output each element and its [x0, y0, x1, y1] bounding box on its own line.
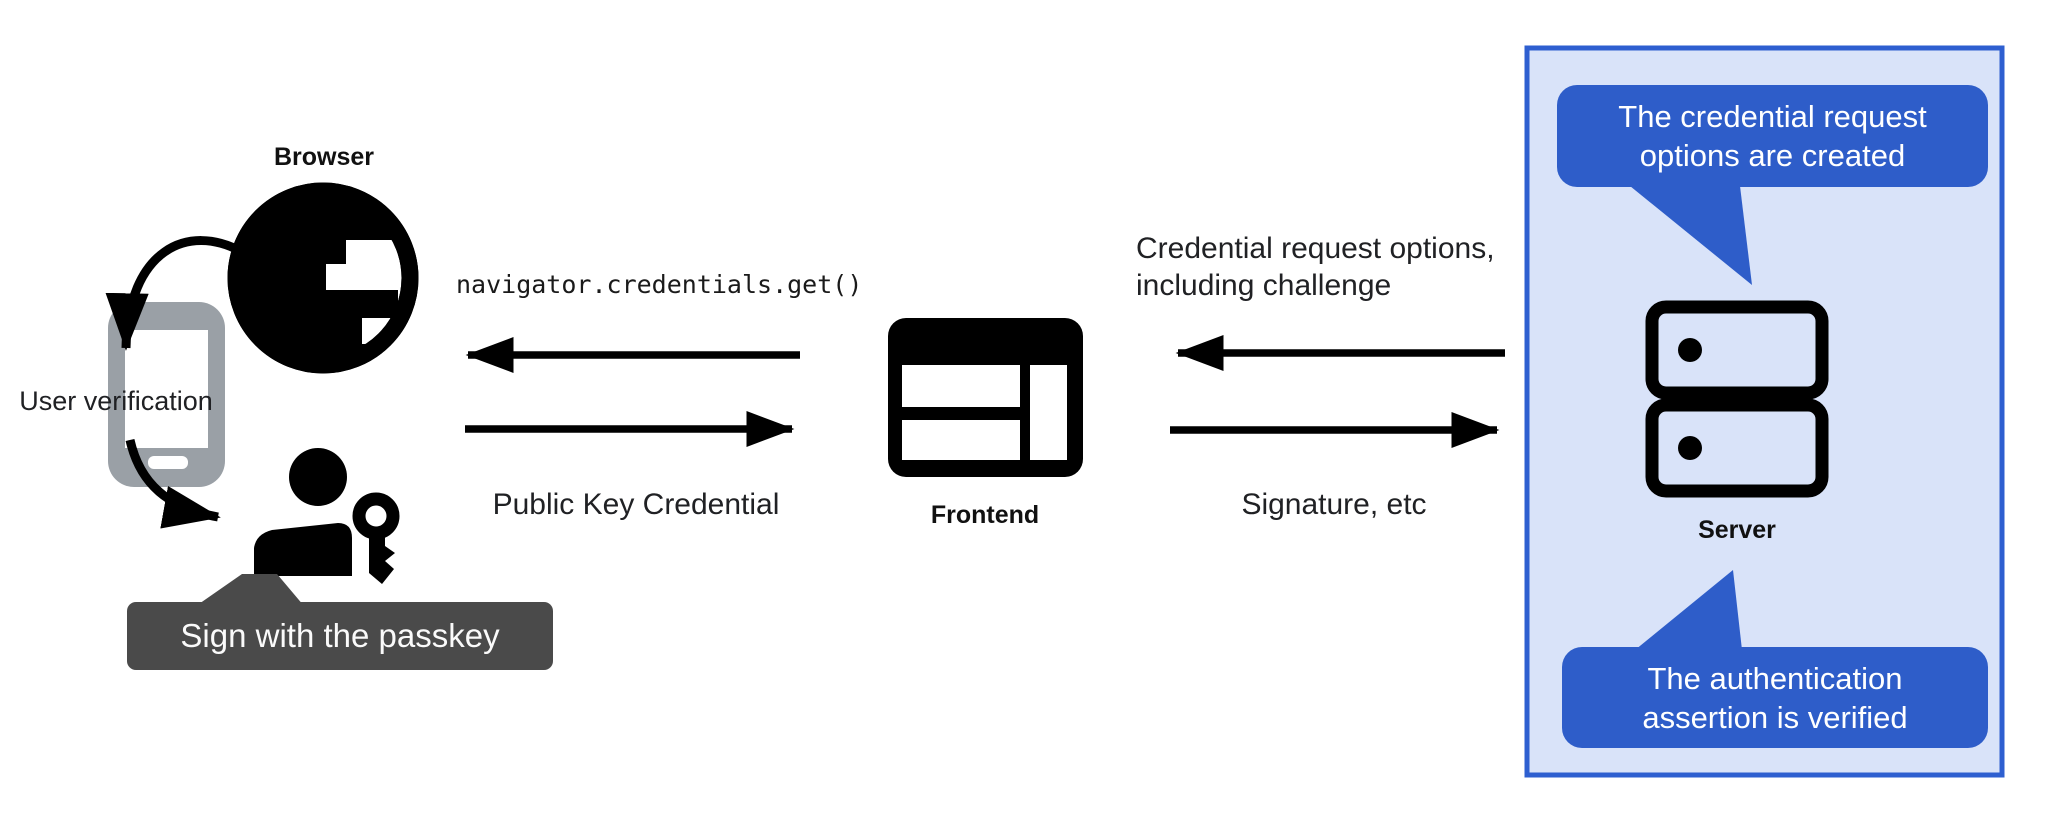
speech-bubble-tail-top	[1630, 186, 1752, 285]
user-verification-label: User verification	[19, 386, 213, 416]
frontend-label: Frontend	[930, 501, 1040, 529]
person-icon	[254, 448, 352, 576]
globe-icon	[227, 182, 419, 374]
speech-bubble-bottom	[1562, 647, 1988, 748]
credential-request-options-label: Credential request options, including ch…	[1136, 232, 1495, 302]
browser-label: Browser	[273, 143, 375, 171]
speech-bubble-top	[1557, 85, 1988, 187]
key-icon	[352, 492, 400, 584]
server-label: Server	[1698, 516, 1776, 544]
api-call-code: navigator.credentials.get()	[456, 270, 863, 299]
passkey-tooltip-bubble	[127, 574, 553, 670]
arrow-globe-to-phone	[105, 236, 245, 351]
speech-bubble-tail-bottom	[1635, 570, 1742, 650]
signature-etc-label: Signature, etc	[1241, 488, 1427, 521]
passkey-tooltip-text: Sign with the passkey	[180, 617, 500, 654]
bubble-bottom-text: The authentication assertion is verified	[1642, 660, 1908, 735]
frontend-window-icon	[888, 318, 1083, 477]
bubble-top-text: The credential request options are creat…	[1618, 99, 1927, 173]
server-icon	[1645, 300, 1829, 498]
arrow-phone-to-person	[125, 438, 221, 529]
public-key-credential-label: Public Key Credential	[492, 488, 780, 521]
